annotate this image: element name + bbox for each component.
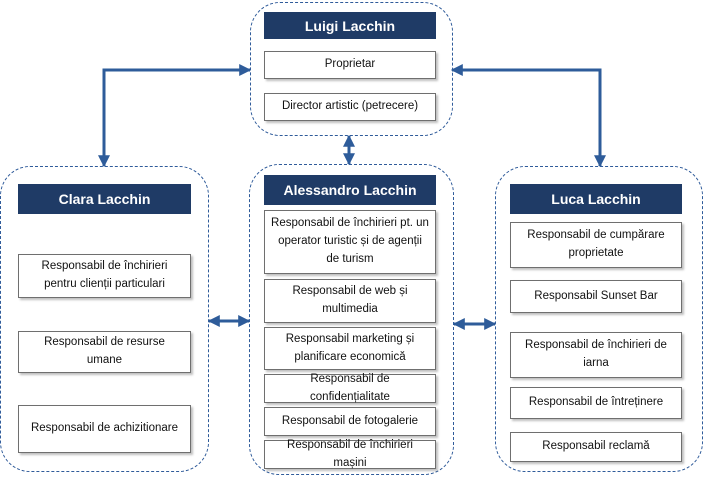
role-luca-1: Responsabil de cumpărare proprietate [510, 222, 682, 268]
role-luca-5: Responsabil reclamă [510, 432, 682, 462]
role-clara-3: Responsabil de achizitionare [18, 405, 191, 453]
header-luca: Luca Lacchin [510, 184, 682, 214]
group-luca [495, 166, 703, 472]
role-alessandro-6: Responsabil de închirieri mașini [264, 439, 436, 469]
role-alessandro-2: Responsabil de web și multimedia [264, 279, 436, 323]
arrow-top-to-right [450, 64, 606, 168]
role-luca-4: Responsabil de întreținere [510, 387, 682, 419]
role-alessandro-4: Responsabil de confidențialitate [264, 373, 436, 403]
group-luigi [250, 2, 453, 136]
role-clara-2: Responsabil de resurse umane [18, 331, 191, 373]
arrow-top-to-left [98, 64, 252, 168]
role-alessandro-5: Responsabil de fotogalerie [264, 407, 436, 436]
role-luigi-1: Proprietar [264, 51, 436, 79]
role-luca-2: Responsabil Sunset Bar [510, 280, 682, 313]
group-alessandro [249, 164, 454, 475]
role-alessandro-1: Responsabil de închirieri pt. un operato… [264, 210, 436, 274]
role-clara-1: Responsabil de închirieri pentru clienți… [18, 254, 191, 298]
role-luigi-2: Director artistic (petrecere) [264, 93, 436, 121]
header-alessandro: Alessandro Lacchin [264, 175, 436, 205]
role-alessandro-3: Responsabil marketing și planificare eco… [264, 327, 436, 370]
header-clara: Clara Lacchin [18, 184, 191, 214]
header-luigi: Luigi Lacchin [264, 12, 436, 39]
role-luca-3: Responsabil de închirieri de iarna [510, 332, 682, 378]
group-clara [0, 166, 209, 472]
